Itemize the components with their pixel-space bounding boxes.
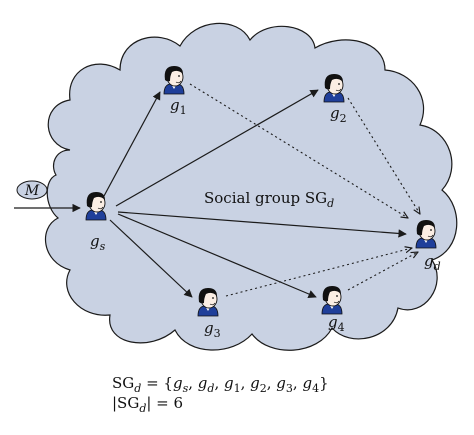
edge-g4-gd bbox=[347, 252, 418, 291]
social-group-cloud bbox=[44, 22, 458, 351]
formula-member-sub: 2 bbox=[259, 382, 267, 395]
person-icon-g4 bbox=[321, 285, 343, 315]
formula-lhs: SG bbox=[112, 374, 135, 392]
message-badge bbox=[16, 180, 48, 200]
formula-member-letter: g bbox=[250, 374, 260, 392]
size-sub: d bbox=[139, 402, 147, 415]
group-size-formula: |SGd| = 6 bbox=[112, 394, 183, 415]
edge-gs-gd bbox=[117, 211, 407, 238]
message-label: M bbox=[24, 183, 40, 199]
person-icon-g2 bbox=[323, 73, 345, 103]
person-icon-g3 bbox=[197, 287, 219, 317]
node-label-gd: gd bbox=[424, 252, 441, 273]
formula-lhs-sub: d bbox=[134, 382, 142, 395]
formula-member: g4 bbox=[302, 374, 320, 395]
formula-member: g1 bbox=[223, 374, 241, 395]
group-membership-formula: SGd = {gs, gd, g1, g2, g3, g4} bbox=[112, 374, 329, 395]
formula-member: g3 bbox=[276, 374, 293, 395]
node-label-g1: g1 bbox=[170, 96, 187, 117]
group-title: Social group SGd bbox=[204, 189, 334, 210]
edge-g3-gd bbox=[225, 248, 412, 297]
person-icon-g1 bbox=[163, 65, 185, 95]
formula-member-sub: 4 bbox=[312, 382, 320, 395]
formula-member-sub: 3 bbox=[285, 382, 293, 395]
formula-member-sub: s bbox=[182, 382, 189, 395]
formula-separator: , bbox=[240, 374, 251, 392]
formula-separator: , bbox=[292, 374, 303, 392]
formula-separator: , bbox=[188, 374, 198, 392]
formula-separator: , bbox=[214, 374, 224, 392]
formula-member-sub: d bbox=[207, 382, 215, 395]
node-label-g3: g3 bbox=[204, 319, 221, 340]
formula-member: g2 bbox=[250, 374, 267, 395]
edge-gs-g4 bbox=[117, 213, 317, 298]
formula-member: gd bbox=[197, 374, 215, 395]
person-icon-gs bbox=[85, 191, 107, 221]
formula-eq-open: = { bbox=[141, 374, 173, 392]
edge-gs-g3 bbox=[109, 219, 193, 298]
node-label-g2: g2 bbox=[330, 104, 347, 125]
formula-member-letter: g bbox=[276, 374, 286, 392]
size-bar-open: |SG bbox=[112, 394, 140, 412]
formula-members: gs, gd, g1, g2, g3, g4 bbox=[172, 374, 320, 395]
formula-separator: , bbox=[266, 374, 277, 392]
size-bar-close: | = bbox=[146, 394, 174, 412]
formula-member-letter: g bbox=[172, 374, 183, 392]
formula-member-letter: g bbox=[197, 374, 208, 392]
edge-gs-g2 bbox=[115, 89, 319, 207]
formula-close: } bbox=[319, 374, 329, 392]
formula-member-letter: g bbox=[302, 374, 313, 392]
formula-member-letter: g bbox=[223, 374, 234, 392]
node-label-g4: g4 bbox=[328, 313, 345, 334]
formula-member-sub: 1 bbox=[233, 382, 241, 395]
formula-member: gs bbox=[172, 374, 189, 395]
node-label-gs: gs bbox=[90, 232, 106, 253]
edge-gs-g1 bbox=[103, 91, 161, 197]
size-value: 6 bbox=[173, 394, 184, 412]
person-icon-gd bbox=[415, 219, 437, 249]
